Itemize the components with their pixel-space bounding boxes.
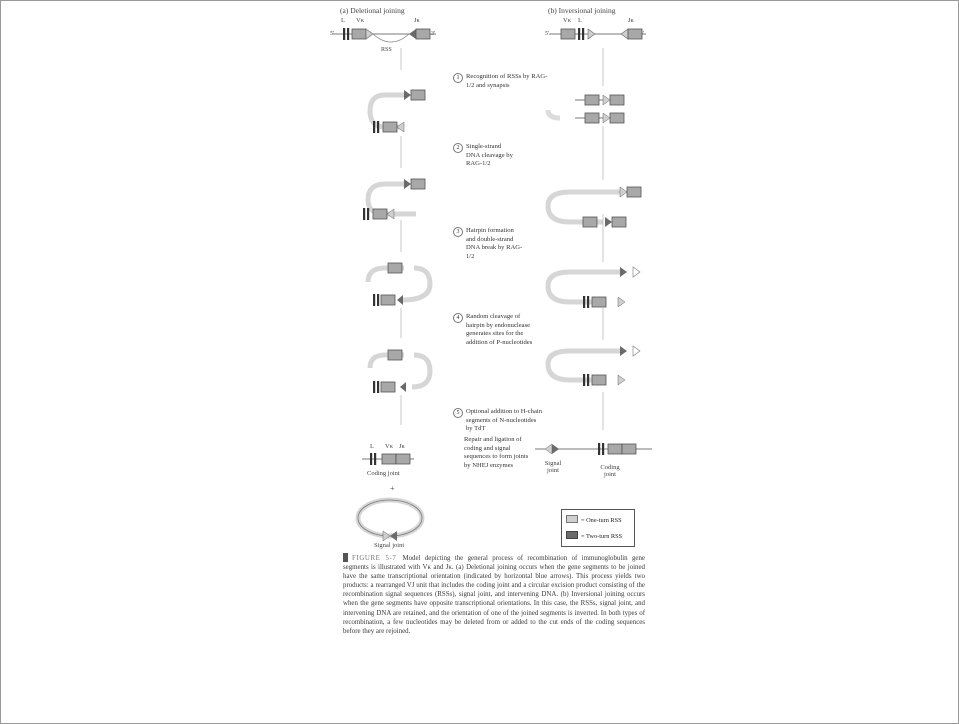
label-l-final: L [370, 443, 374, 450]
label-v-left: Vκ [356, 17, 364, 24]
left-loop-2-ends [363, 178, 426, 220]
legend-one-turn: = One-turn RSS [566, 515, 622, 524]
caption-marker [343, 553, 348, 562]
right-stage-4 [545, 348, 620, 383]
step-4-text: Random cleavage of hairpin by endonuclea… [466, 313, 533, 346]
right-stage-4-ends [583, 345, 641, 386]
label-v-right: Vκ [563, 17, 571, 24]
left-loop-3 [365, 265, 433, 303]
right-stage-1 [545, 94, 625, 124]
label-coding-joint-right: Coding joint [600, 464, 620, 478]
left-coding-joint [362, 453, 414, 465]
left-loop-4-ends [373, 349, 406, 393]
legend-two-turn: = Two-turn RSS [566, 531, 622, 540]
label-5prime-left: 5′ [330, 31, 335, 37]
figure-number: FIGURE 5-7 [352, 555, 397, 562]
left-germline [333, 28, 436, 43]
step-5-text: Optional addition to H-chain segments of… [466, 408, 542, 432]
left-loop-1 [367, 92, 404, 130]
right-stage-2 [545, 189, 620, 225]
left-loop-1-ends [373, 89, 426, 133]
label-l-left: L [341, 17, 345, 24]
step-3-text: Hairpin formation and double-strand DNA … [466, 227, 523, 260]
label-coding-joint-left: Coding joint [367, 470, 400, 477]
label-l-right: L [578, 17, 582, 24]
step-4-number: 4 [453, 313, 463, 323]
step-2-number: 2 [453, 143, 463, 153]
legend: = One-turn RSS = Two-turn RSS [561, 509, 635, 547]
one-turn-swatch [566, 515, 578, 523]
step-2-text: Single-strand DNA cleavage by RAG-1/2 [466, 143, 513, 167]
header-deletional: (a) Deletional joining [340, 6, 405, 15]
right-stage-2-ends [582, 186, 642, 228]
legend-two-turn-label: = Two-turn RSS [581, 533, 623, 540]
label-plus: + [390, 484, 395, 493]
left-loop-4 [367, 352, 433, 390]
label-rss: RSS [381, 47, 392, 53]
step-repair: Repair and ligation of coding and signal… [464, 436, 530, 470]
step-1-text: Recognition of RSSs by RAG-1/2 and synap… [466, 73, 548, 89]
label-j-left: Jκ [414, 17, 420, 24]
label-signal-joint-right: Signal joint [544, 460, 562, 474]
label-v-final: Vκ [385, 443, 393, 450]
right-germline [549, 28, 646, 40]
left-signal-circle [355, 497, 425, 542]
right-stage-3-ends [583, 266, 641, 308]
label-j-final: Jκ [399, 443, 405, 450]
legend-one-turn-label: = One-turn RSS [581, 517, 622, 524]
label-5prime-right: 5′ [545, 31, 550, 37]
right-stage-3 [545, 269, 620, 305]
step-1-number: 1 [453, 73, 463, 83]
label-j-right: Jκ [628, 17, 634, 24]
flow-arrows [400, 48, 604, 430]
left-loop-3-ends [373, 262, 403, 306]
two-turn-swatch [566, 531, 578, 539]
header-inversional: (b) Inversional joining [548, 6, 616, 15]
label-signal-joint-left: Signal joint [374, 542, 405, 549]
right-final-joints [535, 443, 652, 455]
step-5-number: 5 [453, 408, 463, 418]
step-3-number: 3 [453, 227, 463, 237]
repair-text: Repair and ligation of coding and signal… [464, 436, 529, 469]
caption-text: Model depicting the general process of r… [343, 555, 645, 635]
